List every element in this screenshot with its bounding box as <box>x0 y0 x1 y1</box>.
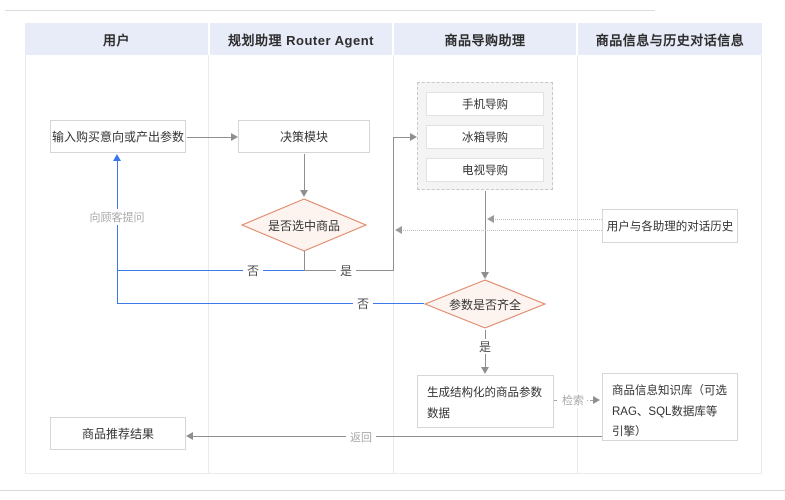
knowledge-base-label: 商品信息知识库（可选RAG、SQL数据库等引擎） <box>612 385 727 439</box>
edge-ask-customer <box>117 160 118 304</box>
guide-agent-fridge: 冰箱导购 <box>426 125 544 149</box>
guide-agent-phone: 手机导购 <box>426 92 544 116</box>
edge-history-to-guides <box>493 219 602 220</box>
arrowhead-right-icon <box>410 133 417 141</box>
lane-header-router-agent-label: 规划助理 Router Agent <box>228 32 374 48</box>
arrowhead-right-icon <box>231 133 238 141</box>
ask-customer-text: 向顾客提问 <box>89 212 145 224</box>
edge-decision-to-select <box>304 154 305 191</box>
lane-border-left <box>25 55 26 474</box>
edge-return <box>192 436 602 437</box>
recommend-result-label: 商品推荐结果 <box>81 427 154 441</box>
guide-agents-group: 手机导购 冰箱导购 电视导购 <box>417 82 553 190</box>
edge-label-retrieve: 检索 <box>559 392 587 408</box>
bottom-divider <box>0 490 785 491</box>
decision-module-node: 决策模块 <box>238 120 370 153</box>
arrowhead-left-icon <box>186 432 193 440</box>
select-check-diamond: 是否选中商品 <box>241 198 367 252</box>
lane-header-info-history-label: 商品信息与历史对话信息 <box>595 32 745 48</box>
guide-agent-fridge-label: 冰箱导购 <box>462 132 508 144</box>
guide-agent-tv: 电视导购 <box>426 158 544 182</box>
edge-select-no <box>117 270 305 271</box>
params-check-diamond: 参数是否齐全 <box>424 279 546 329</box>
recommend-result-node: 商品推荐结果 <box>50 417 186 450</box>
edge-yes-to-guides <box>394 137 410 138</box>
arrowhead-left-icon <box>487 215 494 223</box>
params-yes-text: 是 <box>478 340 491 354</box>
guide-agent-phone-label: 手机导购 <box>462 99 508 111</box>
return-text: 返回 <box>350 431 372 444</box>
params-check-label: 参数是否齐全 <box>448 297 521 312</box>
edge-label-params-yes: 是 <box>477 339 493 354</box>
dialog-history-node: 用户与各助理的对话历史 <box>602 209 738 243</box>
lane-border-1 <box>208 55 209 474</box>
params-no-text: 否 <box>356 297 369 311</box>
dialog-history-label: 用户与各助理的对话历史 <box>606 221 734 233</box>
edge-label-params-no: 否 <box>353 296 373 311</box>
edge-label-select-no: 否 <box>243 263 263 278</box>
decision-module-label: 决策模块 <box>279 130 328 144</box>
lane-header-user: 用户 <box>25 23 208 55</box>
select-check-label: 是否选中商品 <box>267 218 340 233</box>
guide-agent-tv-label: 电视导购 <box>462 165 508 177</box>
select-yes-text: 是 <box>339 264 352 278</box>
edge-history-to-router <box>401 230 602 231</box>
arrowhead-up-icon <box>113 154 121 161</box>
knowledge-base-node: 商品信息知识库（可选RAG、SQL数据库等引擎） <box>602 373 738 441</box>
edge-guides-to-params <box>485 191 486 272</box>
user-input-label: 输入购买意向或产出参数 <box>51 130 184 144</box>
select-no-text: 否 <box>246 264 259 278</box>
lane-header-user-label: 用户 <box>102 32 130 48</box>
lane-border-bottom <box>25 473 762 474</box>
lane-border-right <box>761 55 762 474</box>
diamond-shape-icon <box>424 279 546 329</box>
diamond-shape-icon <box>241 198 367 252</box>
edge-select-yes-v <box>393 137 394 271</box>
lane-header-router-agent: 规划助理 Router Agent <box>210 23 392 55</box>
arrowhead-down-icon <box>481 367 489 374</box>
arrowhead-left-icon <box>395 226 402 234</box>
retrieve-text: 检索 <box>562 395 584 407</box>
top-divider <box>5 10 655 11</box>
edge-select-tail <box>304 251 305 271</box>
edge-label-return: 返回 <box>346 429 376 444</box>
arrowhead-down-icon <box>300 190 308 197</box>
lane-header-guide-assistant-label: 商品导购助理 <box>444 32 526 48</box>
arrowhead-right-icon <box>593 396 600 404</box>
edge-label-select-yes: 是 <box>336 263 356 278</box>
generate-params-label: 生成结构化的商品参数数据 <box>427 387 542 420</box>
lane-border-3 <box>577 55 578 474</box>
lane-header-guide-assistant: 商品导购助理 <box>394 23 576 55</box>
edge-input-to-decision <box>187 137 232 138</box>
edge-label-ask-customer: 向顾客提问 <box>84 209 150 225</box>
edge-params-no <box>117 303 424 304</box>
arrowhead-down-icon <box>481 272 489 279</box>
lane-header-info-history: 商品信息与历史对话信息 <box>578 23 762 55</box>
user-input-node: 输入购买意向或产出参数 <box>50 120 186 153</box>
generate-params-node: 生成结构化的商品参数数据 <box>417 375 554 428</box>
